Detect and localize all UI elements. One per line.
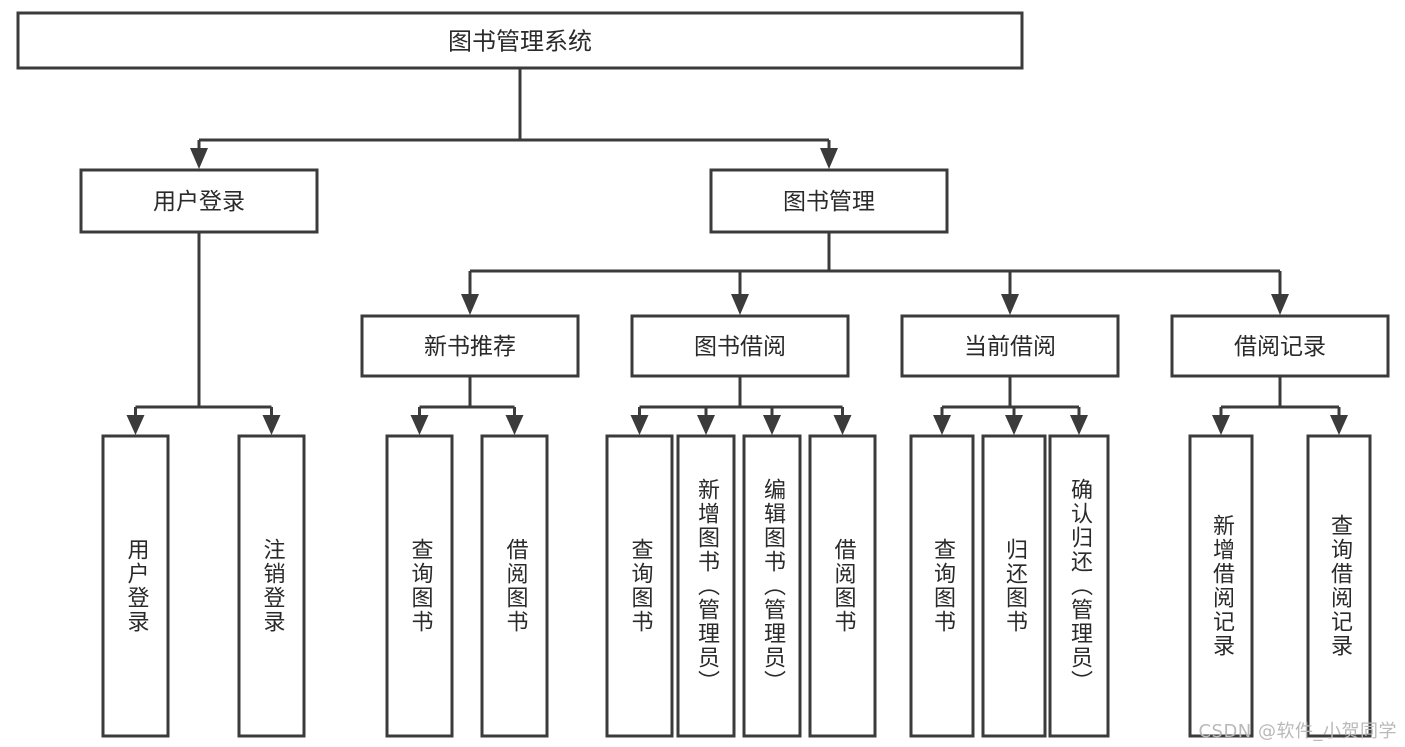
node-book-borrow[interactable] (630, 314, 850, 378)
node-root[interactable] (16, 11, 1024, 70)
edge-layer (126, 68, 1348, 435)
arrow-down-icon-level3-2 (1001, 294, 1019, 315)
node-borrow-record[interactable] (1170, 314, 1390, 378)
node-current-borrow[interactable] (900, 314, 1120, 378)
arrow-down-icon-leaf-2-2 (763, 415, 781, 435)
arrow-down-icon-leaf-1-1 (505, 415, 524, 435)
node-leaf-borrow-book-2[interactable] (808, 434, 877, 738)
node-borrow-record-label: 借阅记录 (1234, 334, 1326, 360)
node-layer (16, 11, 1390, 738)
arrow-down-icon-leaf-3-0 (933, 415, 951, 435)
arrow-down-icon-level3-0 (461, 294, 479, 315)
arrow-down-icon-level2-0 (190, 148, 208, 169)
node-book-borrow-label: 图书借阅 (694, 334, 786, 360)
node-leaf-query-record[interactable] (1306, 434, 1372, 738)
arrow-down-icon-leaf-2-1 (697, 415, 715, 435)
node-leaf-add-book[interactable] (676, 434, 736, 738)
node-new-book-rec[interactable] (360, 314, 580, 378)
arrow-down-icon-level2-1 (820, 148, 838, 169)
arrow-down-icon-leaf-4-1 (1330, 415, 1348, 435)
arrow-down-icon-level3-1 (731, 294, 749, 315)
node-leaf-logout[interactable] (237, 434, 306, 738)
arrow-down-icon-leaf-3-1 (1005, 415, 1023, 435)
arrow-down-icon-level3-3 (1271, 294, 1289, 315)
node-leaf-edit-book[interactable] (742, 434, 802, 738)
node-user-login[interactable] (79, 168, 319, 234)
node-leaf-user-login[interactable] (101, 434, 170, 738)
node-leaf-return-book[interactable] (981, 434, 1047, 738)
arrow-down-icon-leaf-2-3 (833, 415, 852, 435)
arrow-down-icon-leaf-4-0 (1212, 415, 1230, 435)
node-leaf-query-book-3[interactable] (909, 434, 975, 738)
node-book-manage-label: 图书管理 (783, 189, 875, 215)
node-leaf-confirm-return[interactable] (1048, 434, 1110, 738)
node-leaf-query-book-1[interactable] (385, 434, 454, 738)
arrow-down-icon-leaf-0-0 (126, 415, 145, 435)
node-root-label: 图书管理系统 (448, 28, 592, 56)
node-current-borrow-label: 当前借阅 (964, 334, 1056, 360)
node-book-manage[interactable] (709, 168, 949, 234)
node-leaf-add-record[interactable] (1188, 434, 1254, 738)
node-leaf-borrow-book-1[interactable] (480, 434, 549, 738)
arrow-down-icon-leaf-3-2 (1070, 415, 1088, 435)
node-user-login-label: 用户登录 (153, 189, 245, 215)
arrow-down-icon-leaf-1-0 (410, 415, 429, 435)
node-leaf-query-book-2[interactable] (605, 434, 674, 738)
node-new-book-rec-label: 新书推荐 (424, 334, 516, 360)
arrow-down-icon-leaf-2-0 (630, 415, 649, 435)
arrow-down-icon-leaf-0-1 (262, 415, 281, 435)
